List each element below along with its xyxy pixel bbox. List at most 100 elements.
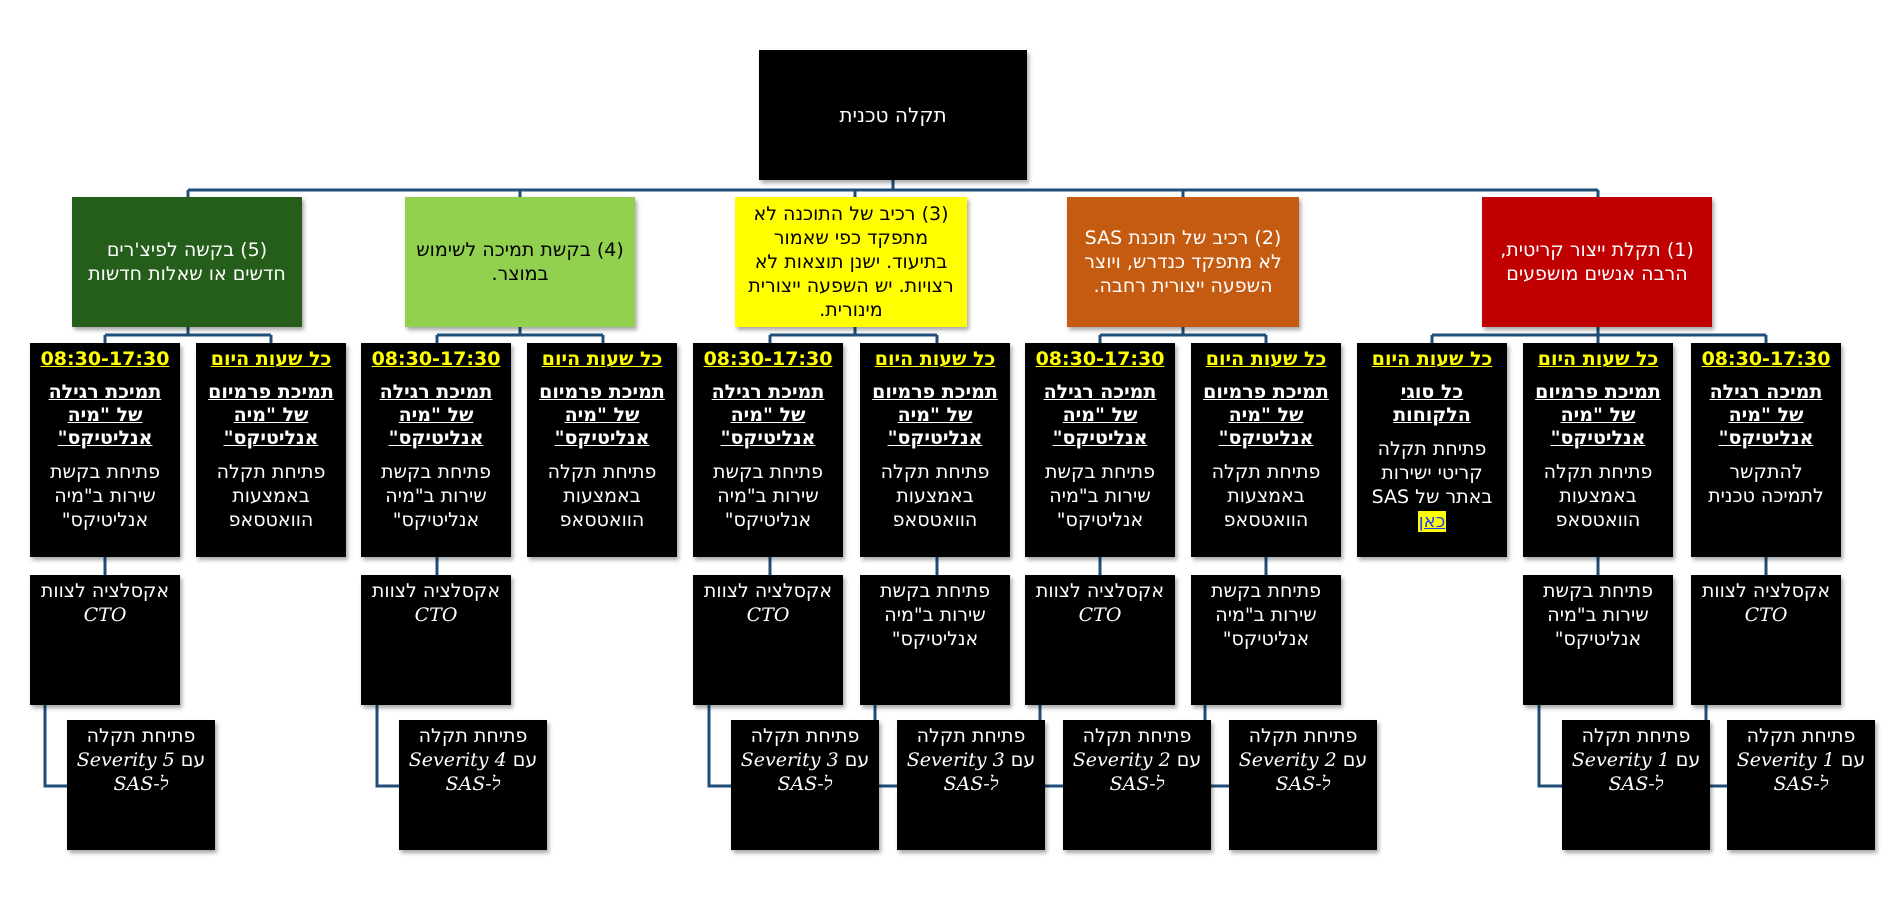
leaf-severity: Severity 4 bbox=[408, 749, 507, 771]
leaf-to-sas: ל-SAS bbox=[1109, 773, 1165, 795]
card-c1-regular: 08:30-17:30 תמיכה רגילה של "מיה אנליטיקס… bbox=[1691, 343, 1841, 557]
leaf-severity-line: עם Severity 2 bbox=[1239, 748, 1367, 772]
leaf-severity: Severity 1 bbox=[1736, 749, 1835, 771]
leaf-severity-line: עם Severity 1 bbox=[1737, 748, 1865, 772]
step-escalation-cto: אקסלציה לצוות CTO bbox=[693, 575, 843, 705]
card-title: תמיכת פרמיום של "מיה אנליטיקס" bbox=[208, 381, 334, 449]
leaf-with: עם bbox=[844, 749, 870, 771]
leaf-prefix: פתיחת תקלה bbox=[1248, 725, 1358, 747]
leaf-with: עם bbox=[180, 749, 206, 771]
card-desc: פתיחת תקלה באמצעות הוואטסאפ bbox=[1211, 461, 1321, 531]
card-title: תמיכה רגילה של "מיה אנליטיקס" bbox=[1043, 381, 1157, 449]
card-hours: כל שעות היום bbox=[874, 348, 996, 370]
step-team: CTO bbox=[1744, 604, 1788, 626]
leaf-severity: Severity 2 bbox=[1238, 749, 1337, 771]
leaf-severity-line: עם Severity 1 bbox=[1572, 748, 1700, 772]
leaf-sev3-a: פתיחת תקלה עם Severity 3 ל-SAS bbox=[897, 720, 1045, 850]
card-title: תמיכת רגילה של "מיה אנליטיקס" bbox=[711, 381, 825, 449]
leaf-severity-line: עם Severity 5 bbox=[77, 748, 205, 772]
leaf-sev2-b: פתיחת תקלה עם Severity 2 ל-SAS bbox=[1063, 720, 1211, 850]
card-desc: להתקשר לתמיכה טכנית bbox=[1708, 461, 1824, 507]
leaf-severity-line: עם Severity 3 bbox=[741, 748, 869, 772]
leaf-severity: Severity 2 bbox=[1072, 749, 1171, 771]
leaf-to-sas: ל-SAS bbox=[777, 773, 833, 795]
root-label: תקלה טכנית bbox=[839, 103, 947, 127]
leaf-with: עם bbox=[1675, 749, 1701, 771]
card-c2-premium: כל שעות היום תמיכת פרמיום של "מיה אנליטי… bbox=[1191, 343, 1341, 557]
leaf-sev4: פתיחת תקלה עם Severity 4 ל-SAS bbox=[399, 720, 547, 850]
leaf-prefix: פתיחת תקלה bbox=[86, 725, 196, 747]
card-hours: 08:30-17:30 bbox=[40, 348, 170, 370]
step-service-request: פתיחת בקשת שירות ב"מיה אנליטיקס" bbox=[860, 575, 1010, 705]
step-text: אקסלציה לצוות bbox=[703, 580, 833, 602]
card-c4-premium: כל שעות היום תמיכת פרמיום של "מיה אנליטי… bbox=[527, 343, 677, 557]
card-c1-all-customers: כל שעות היום כל סוגי הלקוחות פתיחת תקלה … bbox=[1357, 343, 1507, 557]
step-team: CTO bbox=[1078, 604, 1122, 626]
leaf-sev5: פתיחת תקלה עם Severity 5 ל-SAS bbox=[67, 720, 215, 850]
leaf-to-sas: ל-SAS bbox=[1773, 773, 1829, 795]
step-escalation-cto: אקסלציה לצוות CTO bbox=[30, 575, 180, 705]
card-desc: פתיחת בקשת שירות ב"מיה אנליטיקס" bbox=[50, 461, 160, 531]
sas-site-link[interactable]: כאן bbox=[1417, 511, 1447, 532]
category-label: (5) בקשה לפיצ'רים חדשים או שאלות חדשות bbox=[88, 239, 286, 285]
card-hours: 08:30-17:30 bbox=[703, 348, 833, 370]
leaf-prefix: פתיחת תקלה bbox=[1746, 725, 1856, 747]
category-label: (2) רכיב של תוכנת SAS לא מתפקד כנדרש, וי… bbox=[1084, 227, 1282, 297]
card-desc: פתיחת בקשת שירות ב"מיה אנליטיקס" bbox=[381, 461, 491, 531]
step-service-request: פתיחת בקשת שירות ב"מיה אנליטיקס" bbox=[1191, 575, 1341, 705]
leaf-with: עם bbox=[1010, 749, 1036, 771]
card-title: כל סוגי הלקוחות bbox=[1393, 381, 1471, 426]
leaf-to-sas: ל-SAS bbox=[1608, 773, 1664, 795]
leaf-severity: Severity 5 bbox=[76, 749, 175, 771]
card-hours: 08:30-17:30 bbox=[371, 348, 501, 370]
leaf-sev1-a: פתיחת תקלה עם Severity 1 ל-SAS bbox=[1727, 720, 1875, 850]
leaf-prefix: פתיחת תקלה bbox=[418, 725, 528, 747]
card-c2-regular: 08:30-17:30 תמיכה רגילה של "מיה אנליטיקס… bbox=[1025, 343, 1175, 557]
step-team: CTO bbox=[414, 604, 458, 626]
leaf-severity: Severity 3 bbox=[740, 749, 839, 771]
step-text: אקסלציה לצוות bbox=[371, 580, 501, 602]
card-title: תמיכת פרמיום של "מיה אנליטיקס" bbox=[872, 381, 998, 449]
category-new-features: (5) בקשה לפיצ'רים חדשים או שאלות חדשות bbox=[72, 197, 302, 327]
category-label: (1) תקלת ייצור קריטית, הרבה אנשים מושפעי… bbox=[1500, 239, 1694, 285]
category-critical: (1) תקלת ייצור קריטית, הרבה אנשים מושפעי… bbox=[1482, 197, 1712, 327]
category-label: (3) רכיב של התוכנה לא מתפקד כפי שאמור בת… bbox=[748, 203, 954, 321]
leaf-with: עם bbox=[1176, 749, 1202, 771]
leaf-to-sas: ל-SAS bbox=[943, 773, 999, 795]
card-desc: פתיחת תקלה באמצעות הוואטסאפ bbox=[216, 461, 326, 531]
step-text: אקסלציה לצוות bbox=[40, 580, 170, 602]
card-title: תמיכה רגילה של "מיה אנליטיקס" bbox=[1709, 381, 1823, 449]
leaf-to-sas: ל-SAS bbox=[113, 773, 169, 795]
card-title: תמיכת פרמיום של "מיה אנליטיקס" bbox=[1535, 381, 1661, 449]
leaf-severity: Severity 3 bbox=[906, 749, 1005, 771]
card-hours: כל שעות היום bbox=[541, 348, 663, 370]
leaf-sev3-b: פתיחת תקלה עם Severity 3 ל-SAS bbox=[731, 720, 879, 850]
card-c3-premium: כל שעות היום תמיכת פרמיום של "מיה אנליטי… bbox=[860, 343, 1010, 557]
card-hours: 08:30-17:30 bbox=[1035, 348, 1165, 370]
card-title: תמיכת פרמיום של "מיה אנליטיקס" bbox=[1203, 381, 1329, 449]
step-service-request: פתיחת בקשת שירות ב"מיה אנליטיקס" bbox=[1523, 575, 1673, 705]
card-title: תמיכת רגילה של "מיה אנליטיקס" bbox=[48, 381, 162, 449]
step-escalation-cto: אקסלציה לצוות CTO bbox=[361, 575, 511, 705]
leaf-prefix: פתיחת תקלה bbox=[1581, 725, 1691, 747]
card-desc: פתיחת תקלה באמצעות הוואטסאפ bbox=[880, 461, 990, 531]
leaf-prefix: פתיחת תקלה bbox=[1082, 725, 1192, 747]
category-sas-component-broad: (2) רכיב של תוכנת SAS לא מתפקד כנדרש, וי… bbox=[1067, 197, 1299, 327]
card-hours: כל שעות היום bbox=[1205, 348, 1327, 370]
leaf-severity-line: עם Severity 2 bbox=[1073, 748, 1201, 772]
leaf-severity-line: עם Severity 4 bbox=[409, 748, 537, 772]
card-desc: פתיחת בקשת שירות ב"מיה אנליטיקס" bbox=[713, 461, 823, 531]
card-hours: כל שעות היום bbox=[210, 348, 332, 370]
card-c3-regular: 08:30-17:30 תמיכת רגילה של "מיה אנליטיקס… bbox=[693, 343, 843, 557]
card-desc: פתיחת תקלה באמצעות הוואטסאפ bbox=[1543, 461, 1653, 531]
card-title: תמיכת רגילה של "מיה אנליטיקס" bbox=[379, 381, 493, 449]
card-desc: פתיחת תקלה קריטי ישירות באתר של SAS bbox=[1371, 438, 1493, 508]
step-escalation-cto: אקסלציה לצוות CTO bbox=[1025, 575, 1175, 705]
leaf-with: עם bbox=[1342, 749, 1368, 771]
leaf-severity: Severity 1 bbox=[1571, 749, 1670, 771]
step-text: פתיחת בקשת שירות ב"מיה אנליטיקס" bbox=[1211, 580, 1321, 650]
step-team: CTO bbox=[746, 604, 790, 626]
card-c5-premium: כל שעות היום תמיכת פרמיום של "מיה אנליטי… bbox=[196, 343, 346, 557]
step-text: אקסלציה לצוות bbox=[1701, 580, 1831, 602]
step-text: פתיחת בקשת שירות ב"מיה אנליטיקס" bbox=[880, 580, 990, 650]
